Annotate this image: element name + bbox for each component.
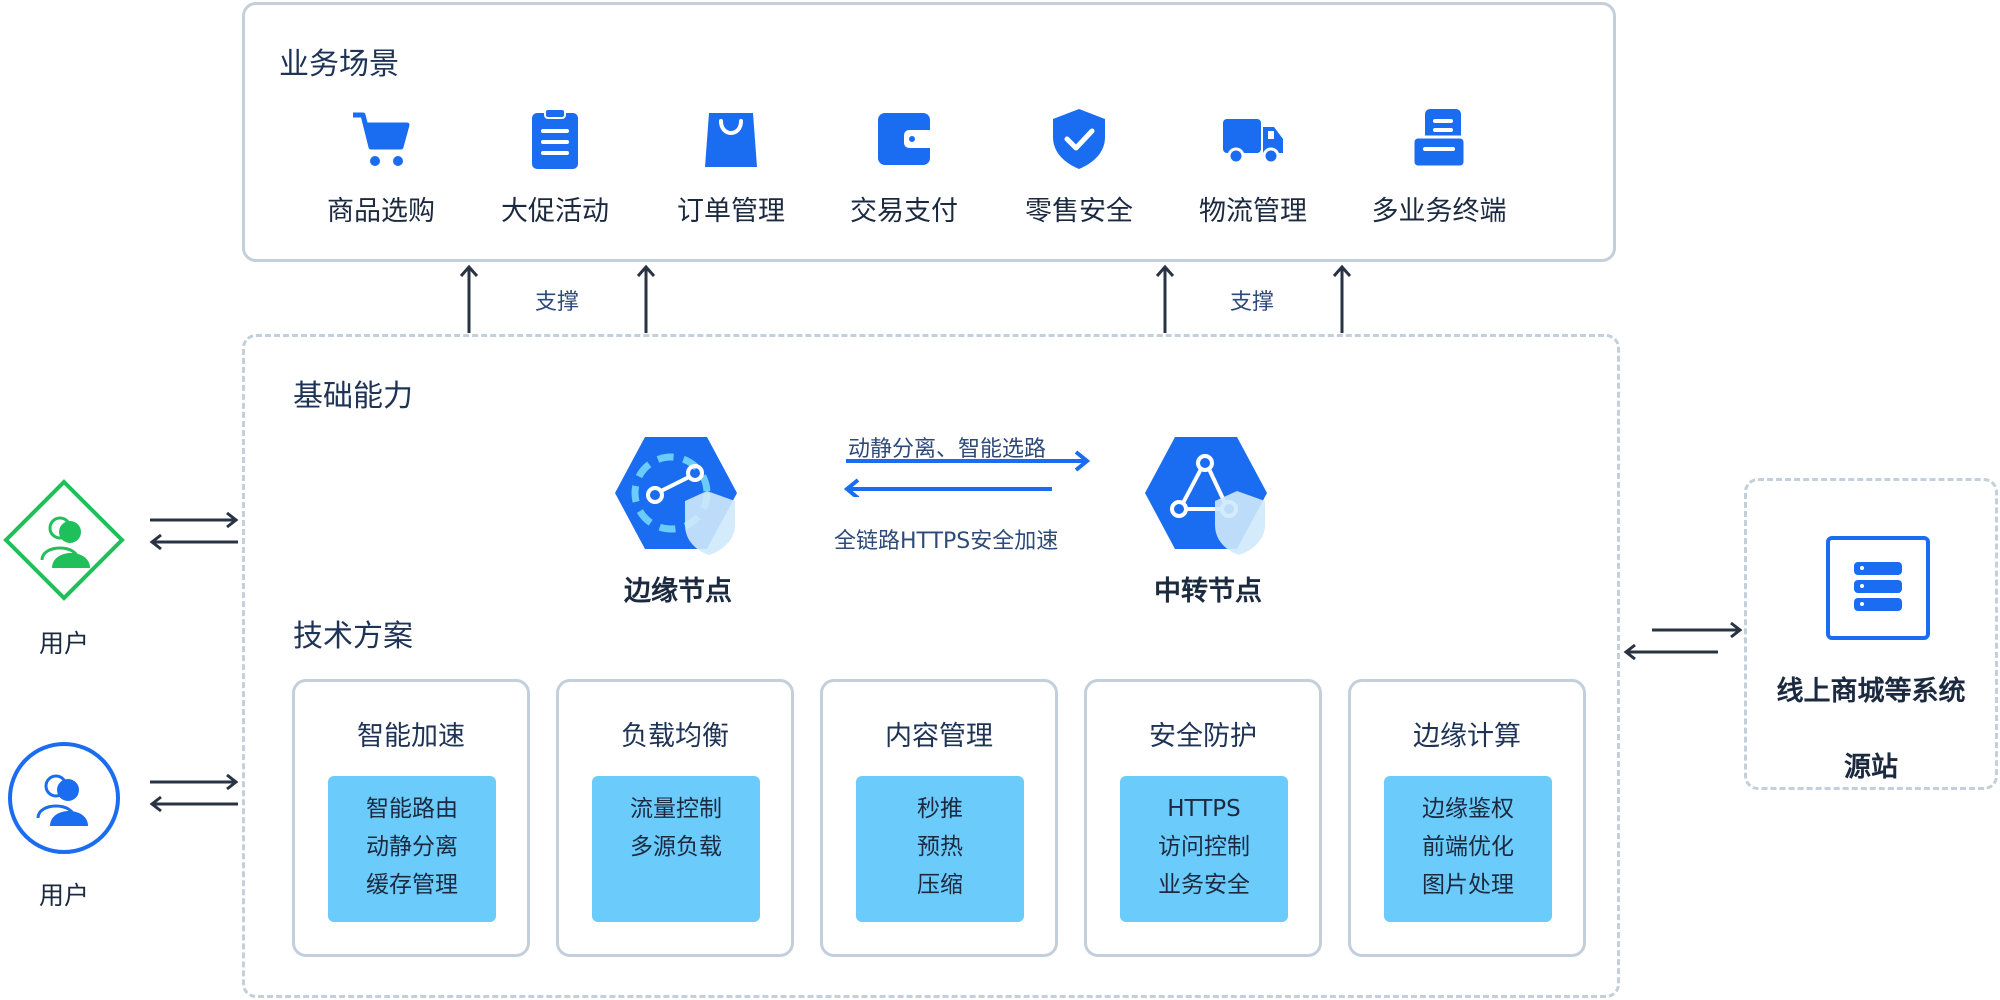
relay-node-icon [1145,437,1267,555]
tech-card-item: 秒推 [917,796,963,822]
tech-card-title: 内容管理 [885,721,993,752]
relay-node: 中转节点 [1108,433,1308,608]
tech-card-item: 压缩 [917,872,963,898]
tech-card-item: 流量控制 [630,796,722,822]
scenario-item: 物流管理 [1163,107,1343,228]
user-label: 用户 [38,881,89,910]
origin-bidirectional-arrow-head [1652,621,1743,639]
tech-solutions-title: 技术方案 [293,619,413,654]
user-label: 用户 [38,629,89,658]
tech-card-item: 业务安全 [1158,872,1250,898]
support-label: 支撑 [1230,290,1275,315]
basic-capabilities-panel: 基础能力 边缘节点 中转节点 动静分离、智能选路 [242,334,1620,998]
link-bottom-label: 全链路HTTPS安全加速 [834,529,1059,554]
tech-card: 内容管理 秒推 预热 压缩 [820,679,1058,957]
tech-card-title: 安全防护 [1149,721,1257,752]
bidirectional-link-arrows [843,450,1091,497]
scenario-label: 交易支付 [850,196,958,227]
scenario-label: 物流管理 [1199,196,1307,227]
tech-card-body: 智能路由 动静分离 缓存管理 [328,776,496,922]
tech-card-body: 边缘鉴权 前端优化 图片处理 [1384,776,1552,922]
support-arrow [1332,264,1352,333]
scenario-item: 交易支付 [814,107,994,228]
shield-check-icon [1053,109,1105,169]
tech-card-item: 边缘鉴权 [1422,796,1514,822]
support-label: 支撑 [535,290,580,315]
tech-card-item: 动静分离 [366,834,458,860]
scenario-item: 多业务终端 [1349,107,1529,228]
scenario-item: 订单管理 [641,107,821,228]
server-icon [1826,536,1930,640]
link-top-label: 动静分离、智能选路 [848,437,1047,462]
scenario-label: 大促活动 [501,196,609,227]
tech-card-item: 智能路由 [366,796,458,822]
tech-card: 负载均衡 流量控制 多源负载 [556,679,794,957]
tech-card-item: 预热 [917,834,963,860]
origin-label: 源站 [1844,752,1898,783]
scenario-item: 大促活动 [465,107,645,228]
shopping-cart-icon [353,112,410,166]
shopping-bag-icon [705,113,757,167]
clipboard-icon [532,108,578,169]
tech-card-body: 秒推 预热 压缩 [856,776,1024,922]
origin-panel: 线上商城等系统 源站 [1744,478,1998,790]
support-arrow [636,264,656,333]
user-bidirectional-arrow [149,774,239,813]
support-arrow [459,264,479,333]
tech-card-body: HTTPS 访问控制 业务安全 [1120,776,1288,922]
business-scenarios-title: 业务场景 [279,47,399,82]
user-circle-icon [8,742,120,854]
terminal-stack-icon [1411,109,1467,169]
scenario-item: 商品选购 [291,107,471,228]
tech-card-item: 图片处理 [1422,872,1514,898]
tech-card: 智能加速 智能路由 动静分离 缓存管理 [292,679,530,957]
wallet-icon [878,113,934,165]
scenario-label: 多业务终端 [1371,196,1507,227]
tech-card-item: 缓存管理 [366,872,458,898]
relay-node-label: 中转节点 [1154,576,1262,607]
scenario-label: 订单管理 [677,196,785,227]
scenario-label: 商品选购 [327,196,435,227]
tech-card: 边缘计算 边缘鉴权 前端优化 图片处理 [1348,679,1586,957]
edge-node-label: 边缘节点 [624,576,732,607]
edge-node: 边缘节点 [578,433,778,608]
tech-card-item: 多源负载 [630,834,722,860]
tech-card-title: 负载均衡 [621,721,729,752]
scenario-item: 零售安全 [989,107,1169,228]
user-bidirectional-arrow [149,512,239,551]
basic-capabilities-title: 基础能力 [293,379,413,414]
edge-node-icon [615,437,737,555]
tech-card-item: HTTPS [1167,796,1241,822]
tech-card-item: 访问控制 [1158,834,1250,860]
scenario-list: 商品选购 大促活动 订单管理 交易 [245,5,1613,259]
tech-card-title: 边缘计算 [1413,721,1521,752]
tech-card: 安全防护 HTTPS 访问控制 业务安全 [1084,679,1322,957]
tech-card-title: 智能加速 [357,721,465,752]
scenario-label: 零售安全 [1025,196,1133,227]
business-scenarios-panel: 业务场景 商品选购 大促活动 [242,2,1616,262]
tech-card-item: 前端优化 [1422,834,1514,860]
support-arrow [1155,264,1175,333]
tech-card-body: 流量控制 多源负载 [592,776,760,922]
origin-system-name: 线上商城等系统 [1776,676,1966,707]
user-diamond-icon [3,479,125,601]
truck-icon [1223,119,1283,165]
